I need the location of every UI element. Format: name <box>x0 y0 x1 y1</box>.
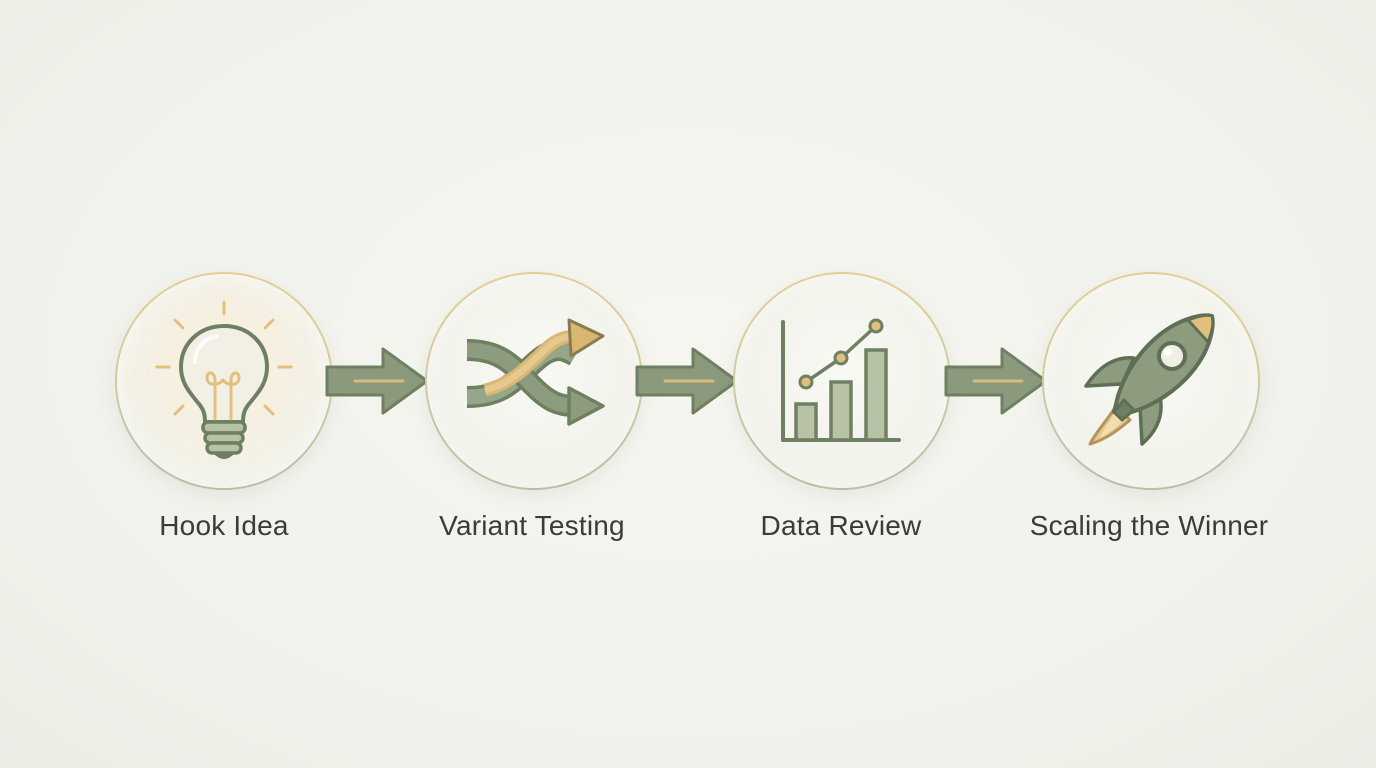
step-label-hook-idea: Hook Idea <box>159 510 289 541</box>
step-label-data-review: Data Review <box>760 510 922 541</box>
arrow-right-icon <box>325 347 429 415</box>
arrow-right-icon <box>944 347 1048 415</box>
lightbulb-icon <box>155 300 293 459</box>
step-data-review <box>733 272 951 490</box>
step-label-variant-testing: Variant Testing <box>439 510 625 541</box>
rocket-icon <box>1084 313 1215 446</box>
step-scaling-the-winner <box>1042 272 1260 490</box>
shuffle-arrows-icon <box>466 318 605 426</box>
step-variant-testing <box>425 272 643 490</box>
step-label-scaling-the-winner: Scaling the Winner <box>1029 510 1269 541</box>
bar-chart-icon <box>781 318 901 442</box>
step-hook-idea <box>115 272 333 490</box>
arrow-right-icon <box>635 347 739 415</box>
